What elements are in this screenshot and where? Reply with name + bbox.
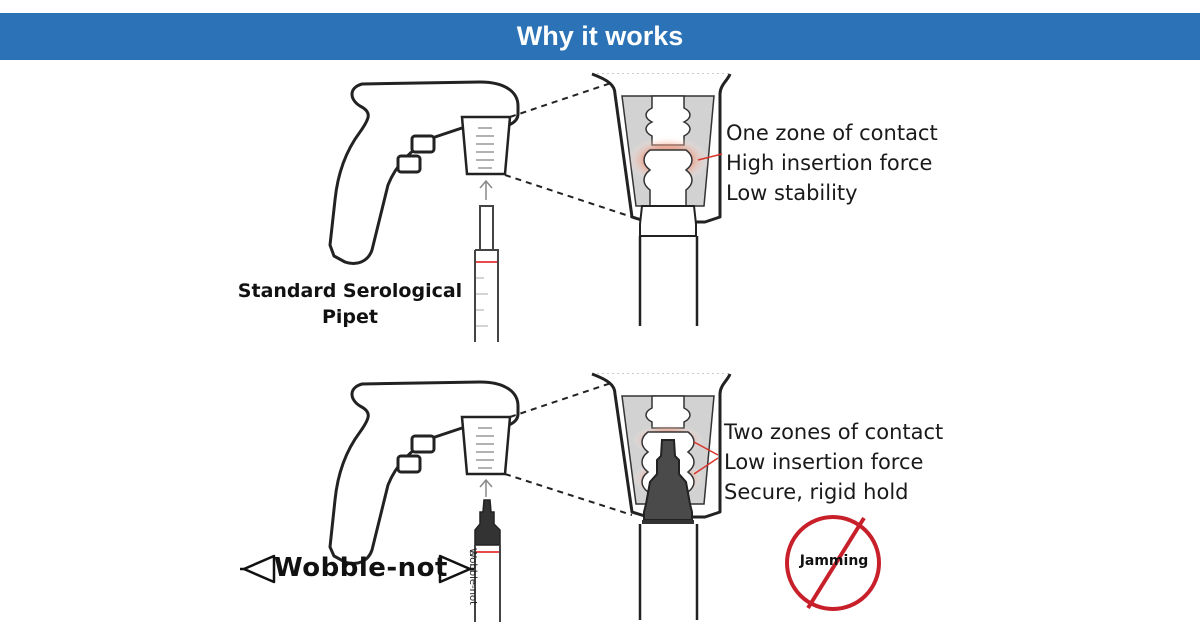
wobble-zone-line-1: Two zones of contact	[724, 420, 944, 444]
standard-zone-line-1: One zone of contact	[726, 121, 938, 145]
standard-insert-arrow	[479, 179, 493, 200]
wobble-zone-line-2: Low insertion force	[724, 450, 924, 474]
wobble-not-brand: Wobble-not	[274, 553, 448, 583]
header-bar: Why it works	[0, 13, 1200, 60]
standard-zone-line-2: High insertion force	[726, 151, 933, 175]
standard-zoom-lines	[504, 75, 633, 218]
page-title: Why it works	[516, 21, 684, 51]
standard-pipet-tube	[474, 205, 499, 342]
no-jamming-icon	[785, 515, 881, 611]
wobble-pipet-print: Wobble-not	[467, 548, 478, 606]
standard-pipet-label: Standard Serological Pipet	[210, 278, 490, 330]
wobble-insert-arrow	[479, 478, 493, 497]
wobble-nose-cone	[460, 415, 512, 476]
standard-pipet-label-line2: Pipet	[321, 306, 378, 328]
standard-pipet-label-line1: Standard Serological	[237, 280, 463, 302]
trademark-symbol: ™	[468, 551, 478, 562]
standard-zone-line-3: Low stability	[726, 181, 858, 205]
wobble-cross-section	[591, 372, 732, 620]
wobble-zone-line-3: Secure, rigid hold	[724, 480, 909, 504]
wobble-pipet-tube	[474, 499, 501, 622]
wobble-not-logo-mark	[240, 554, 474, 584]
wobble-zoom-lines	[504, 375, 633, 516]
comparison-illustration	[240, 72, 881, 622]
standard-cross-section	[591, 72, 732, 326]
standard-nose-cone	[460, 115, 512, 176]
jamming-label: Jamming	[799, 553, 869, 569]
wobble-pointer-lines	[693, 441, 719, 475]
standard-pointer-lines	[697, 153, 723, 161]
